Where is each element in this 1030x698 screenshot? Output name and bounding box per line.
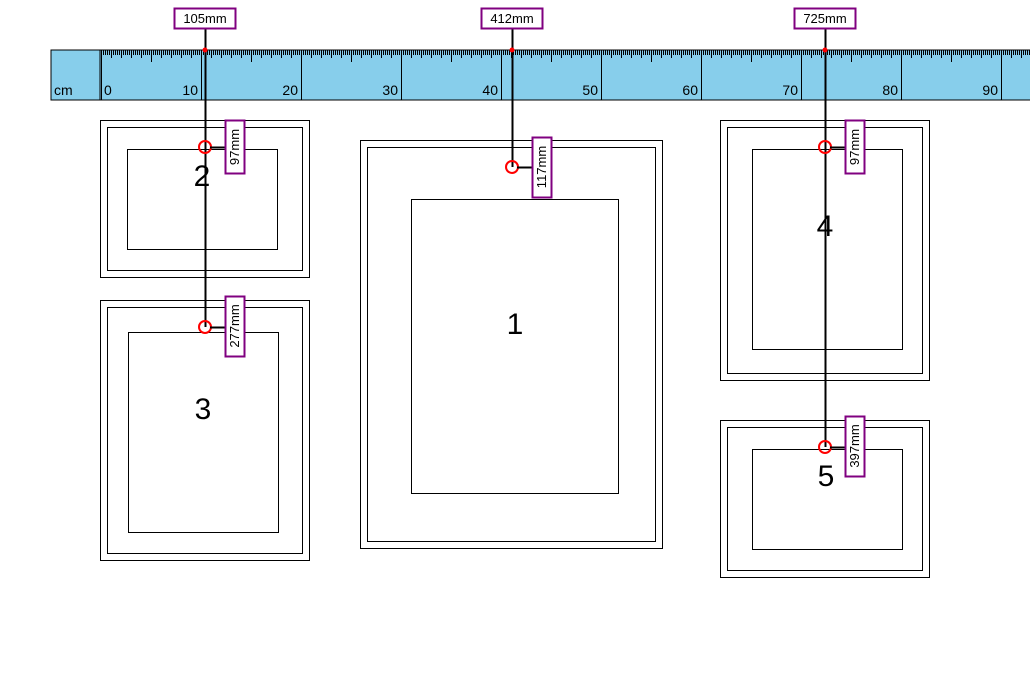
ruler-number: 0: [104, 82, 112, 98]
frame-5-drop-label: 397mm: [847, 424, 862, 467]
horizontal-position-marker[interactable]: [480, 7, 544, 30]
horizontal-position-label: 105mm: [183, 11, 226, 26]
frame-1-drop-label: 117mm: [534, 146, 549, 188]
ruler-number: 60: [682, 82, 698, 98]
frame-5-mat-opening: [752, 449, 903, 550]
ruler-ticks: [101, 50, 1030, 100]
ruler-number: 40: [482, 82, 498, 98]
frame-4-drop-marker[interactable]: [844, 119, 866, 175]
frame-1-number: 1: [507, 308, 524, 341]
ruler-contact-dot: [202, 47, 208, 53]
ruler-numbers: 0 10 20 30 40 50 60 70 80 90: [104, 82, 998, 98]
frame-3-number: 3: [195, 393, 212, 426]
hanging-line-105[interactable]: 105mm 97mm 277mm: [173, 7, 246, 358]
ruler-contact-dot: [509, 47, 515, 53]
horizontal-position-label: 412mm: [490, 11, 533, 26]
hanging-line-412[interactable]: 412mm 117mm: [480, 7, 553, 199]
frame-2-drop-label: 97mm: [227, 129, 242, 165]
ruler-unit-label: cm: [54, 82, 73, 98]
frame-4-mat-opening: [752, 149, 903, 350]
frame-1-outer: [360, 140, 663, 549]
frame-1-drop-marker[interactable]: [531, 136, 553, 199]
frame-1[interactable]: [360, 140, 663, 549]
frame-3-inner: [107, 307, 303, 554]
frame-2-number: 2: [194, 160, 211, 193]
ruler-number: 70: [782, 82, 798, 98]
frame-2-mat-opening: [127, 149, 278, 250]
frame-3[interactable]: [100, 300, 310, 561]
ruler-number: 90: [982, 82, 998, 98]
ruler-number: 80: [882, 82, 898, 98]
ruler-number: 50: [582, 82, 598, 98]
ruler-number: 10: [182, 82, 198, 98]
horizontal-position-marker[interactable]: [173, 7, 237, 30]
ruler-number: 30: [382, 82, 398, 98]
ruler-contact-dot: [822, 47, 828, 53]
frame-1-inner: [367, 147, 656, 542]
ruler-number: 20: [282, 82, 298, 98]
frame-5-drop-marker[interactable]: [844, 415, 866, 478]
frame-3-drop-marker[interactable]: [224, 295, 246, 358]
hanging-line-725[interactable]: 725mm 97mm 397mm: [793, 7, 866, 478]
frame-5-number: 5: [818, 460, 835, 493]
ruler-background: [50, 49, 1030, 101]
frame-3-mat-opening: [128, 332, 279, 533]
frame-1-mat-opening: [411, 199, 619, 494]
frame-4-drop-label: 97mm: [847, 129, 862, 165]
frame-2-drop-marker[interactable]: [224, 119, 246, 175]
horizontal-position-label: 725mm: [803, 11, 846, 26]
ruler: cm 0 10 20 30 40 50 60 70 80 90: [50, 49, 1030, 101]
horizontal-position-marker[interactable]: [793, 7, 857, 30]
frame-3-drop-label: 277mm: [227, 304, 242, 347]
